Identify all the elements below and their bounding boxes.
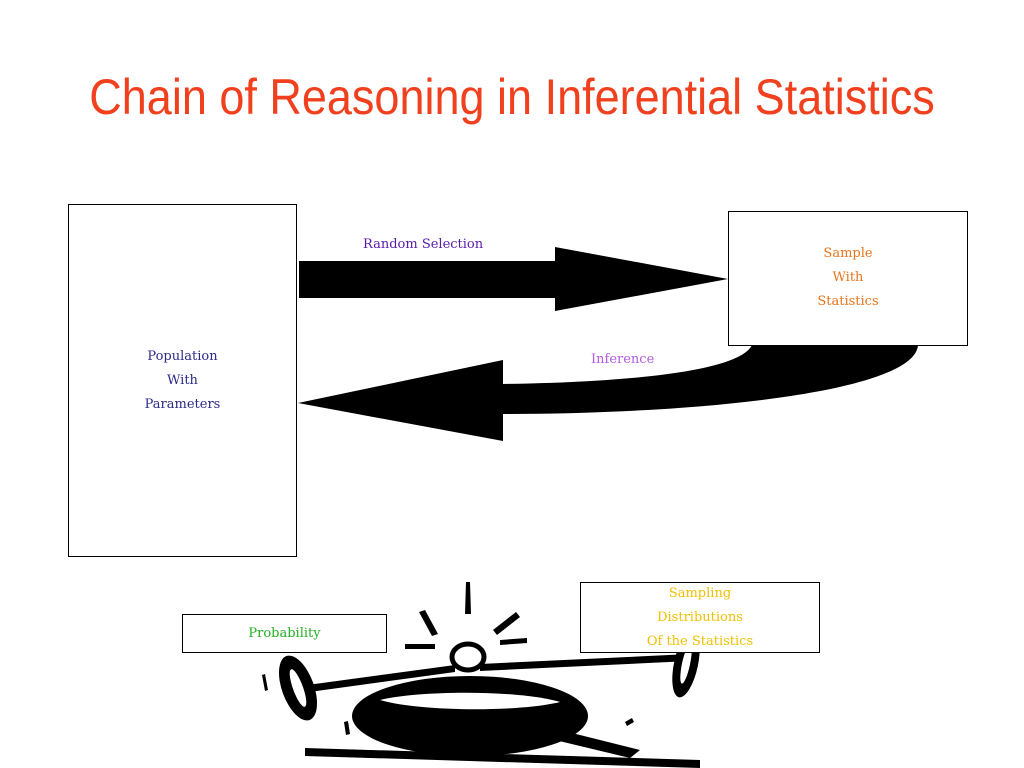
population-line: With: [167, 372, 198, 388]
sampling-line: Of the Statistics: [646, 633, 754, 649]
probability-label: Probability: [248, 625, 321, 641]
probability-box: Probability: [182, 614, 387, 653]
population-box: Population With Parameters: [68, 204, 297, 557]
population-line: Population: [147, 348, 218, 364]
sample-line: Statistics: [817, 294, 879, 309]
random-selection-arrow: [299, 247, 728, 311]
sampling-distributions-box: Sampling Distributions Of the Statistics: [580, 582, 820, 653]
sampling-line: Sampling: [668, 585, 732, 601]
sampling-line: Distributions: [657, 609, 743, 625]
inference-arrow: [298, 345, 918, 441]
sample-box: Sample With Statistics: [728, 211, 968, 346]
weightlifter-icon: [262, 582, 700, 768]
sample-line: Sample: [823, 246, 873, 261]
inference-label: Inference: [591, 352, 655, 367]
random-selection-label: Random Selection: [363, 237, 484, 252]
page-title: Chain of Reasoning in Inferential Statis…: [89, 69, 935, 125]
population-line: Parameters: [144, 396, 221, 412]
sample-line: With: [832, 270, 864, 285]
